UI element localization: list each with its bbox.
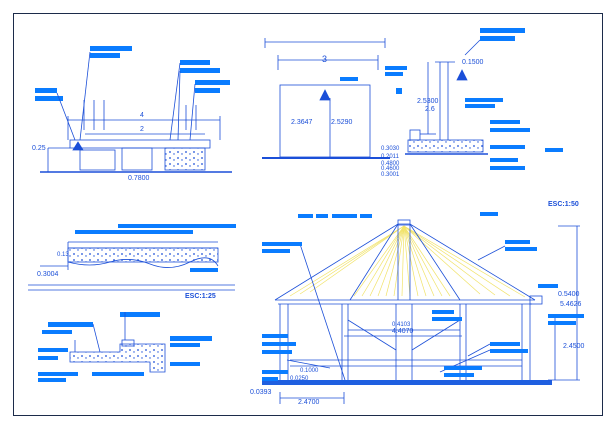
roof-hatch (289, 225, 526, 298)
annotation-label (118, 224, 236, 228)
dim-02011: 0.2011 (381, 154, 400, 160)
dim-07800: 0.7800 (128, 175, 150, 182)
annotation-label (432, 310, 454, 314)
annotation-label (262, 334, 288, 338)
annotation-label (180, 68, 220, 73)
dim-04800: 0.4800 (381, 161, 400, 167)
dim-24700: 2.4700 (298, 399, 320, 406)
dim-44070: 4.4070 (392, 328, 414, 335)
dim-00393: 0.0393 (250, 389, 272, 396)
annotation-label (465, 104, 495, 108)
annotation-label (490, 166, 525, 170)
annotation-label (90, 53, 120, 58)
annotation-label (35, 96, 63, 101)
sheet-border (13, 13, 603, 416)
annotation-label (90, 46, 132, 51)
annotation-label (262, 350, 292, 354)
annotation-label (340, 77, 358, 81)
annotation-label (170, 362, 200, 366)
dim-23647: 2.3647 (291, 119, 313, 126)
annotation-label (505, 247, 537, 251)
annotation-label (538, 284, 558, 288)
annotation-label (548, 321, 576, 325)
scale-label-1-50: ESC:1:50 (548, 201, 579, 208)
title-block (360, 214, 372, 218)
annotation-label (170, 336, 212, 341)
annotation-label (385, 66, 407, 70)
annotation-label (480, 28, 525, 33)
dim-04600: 0.4600 (381, 166, 400, 172)
annotation-label (505, 240, 530, 244)
annotation-label (262, 377, 278, 381)
dim-01500: 0.1500 (462, 59, 484, 66)
annotation-label (180, 60, 210, 65)
annotation-label (42, 330, 72, 334)
annotation-label (262, 242, 302, 246)
annotation-label (262, 342, 296, 346)
detail-bottom-left (38, 312, 212, 382)
dim-00250: 0.0250 (290, 376, 309, 382)
ground-slab (262, 380, 552, 385)
dim-2: 2 (140, 126, 144, 133)
dim-03004: 0.3004 (37, 271, 59, 278)
annotation-label (490, 145, 525, 149)
annotation-label (480, 36, 515, 41)
title-block (332, 214, 357, 218)
dim-05400: 0.5400 (558, 291, 580, 298)
annotation-label (432, 317, 462, 321)
annotation-label (92, 372, 144, 376)
title-block (298, 214, 313, 218)
annotation-label (490, 342, 520, 346)
scale-label-1-25: ESC:1:25 (185, 293, 216, 300)
dim-25300: 2.5300 (417, 98, 439, 105)
annotation-label (120, 312, 160, 317)
annotation-label (385, 72, 403, 76)
annotation-label (48, 322, 93, 327)
annotation-label (490, 349, 528, 353)
annotation-label (480, 212, 498, 216)
dim-03001: 0.3001 (381, 172, 400, 178)
annotation-label (490, 158, 518, 162)
dim-03030: 0.3030 (381, 146, 400, 152)
annotation-label (38, 356, 58, 360)
annotation-label (490, 120, 520, 124)
dim-013: 0.13 (57, 252, 69, 258)
annotation-label (170, 343, 200, 347)
detail-section-top-left (35, 46, 232, 173)
dim-4: 4 (140, 112, 144, 119)
annotation-label (548, 314, 584, 318)
elevation-annotations (262, 240, 584, 381)
annotation-label (444, 366, 482, 370)
annotation-label (75, 230, 193, 234)
annotation-label (195, 80, 230, 85)
annotation-label (195, 88, 220, 93)
annotation-label (262, 249, 290, 253)
dim-01000: 0.1000 (300, 368, 319, 374)
detail-top-right (262, 28, 563, 170)
annotation-label (444, 373, 474, 377)
title-block (316, 214, 328, 218)
annotation-label (38, 348, 68, 352)
dim-25290: 2.5290 (331, 119, 353, 126)
annotation-label (465, 98, 503, 102)
dim-025: 0.25 (32, 145, 46, 152)
annotation-label (262, 370, 288, 374)
annotation-label (35, 88, 57, 93)
annotation-label (396, 88, 402, 94)
annotation-label (38, 372, 78, 376)
annotation-label (190, 268, 218, 272)
dim-24500: 2.4500 (563, 343, 585, 350)
dim-04103: 0.4103 (392, 322, 411, 328)
annotation-label (545, 148, 563, 152)
dim-3: 3 (322, 54, 327, 64)
dim-54626: 5.4626 (560, 301, 582, 308)
detail-mid-left (28, 224, 236, 291)
annotation-label (490, 128, 530, 132)
gazebo-elevation (262, 212, 580, 404)
dim-29: 2.6 (425, 106, 435, 113)
annotation-label (38, 378, 66, 382)
